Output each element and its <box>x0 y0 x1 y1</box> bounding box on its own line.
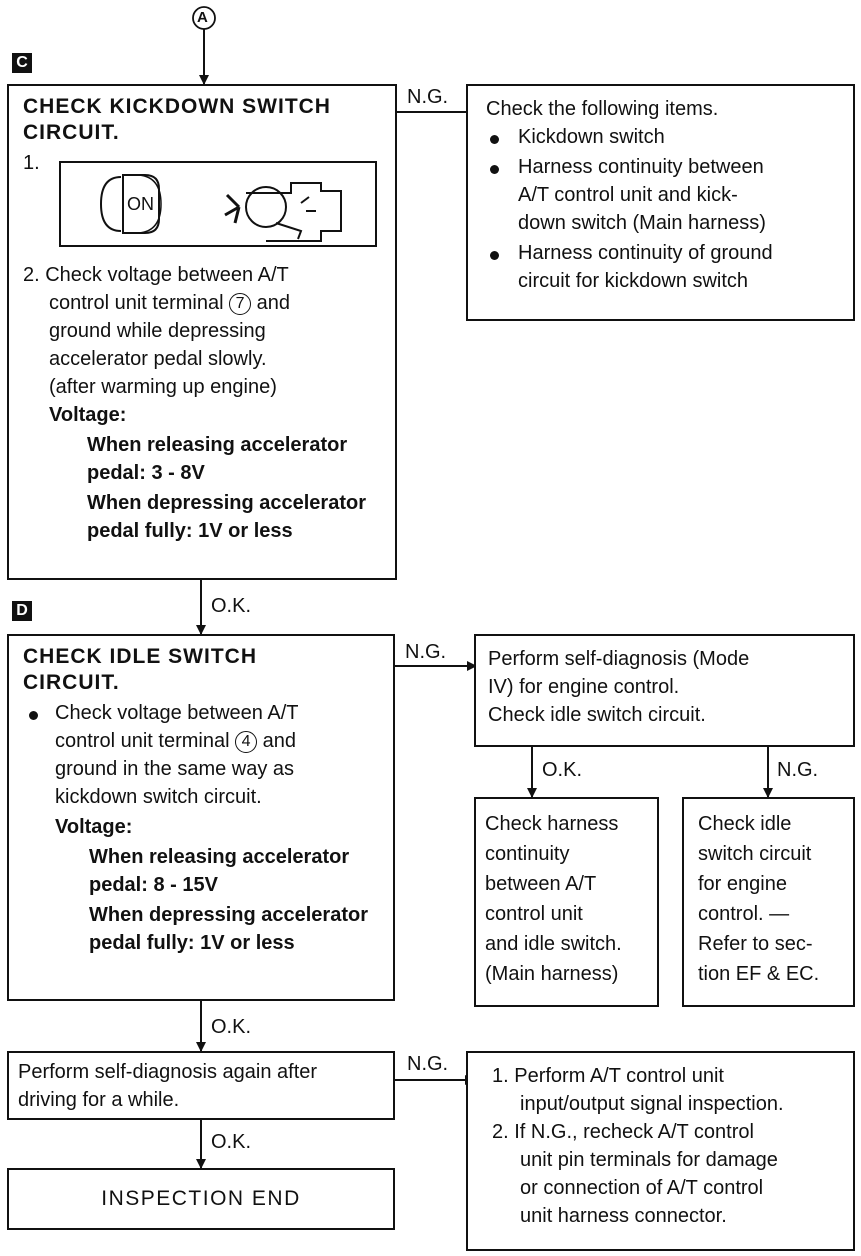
kickdown-ng-item3-line2: circuit for kickdown switch <box>518 270 749 292</box>
terminal-7-badge: 7 <box>229 292 252 315</box>
kickdown-ng-item2-line2: A/T control unit and kick- <box>518 184 738 206</box>
kickdown-step2-line3: ground while depressing <box>49 320 266 342</box>
idle-line3: ground in the same way as <box>55 758 295 780</box>
idle-heading-line1: CHECK IDLE SWITCH <box>23 645 257 668</box>
kickdown-ng-item2-line3: down switch (Main harness) <box>518 212 766 234</box>
idle-check-box: CHECK IDLE SWITCH CIRCUIT. Check voltage… <box>7 634 395 1001</box>
idle-ng-ng-line4: control. — <box>698 903 790 925</box>
connector-letter: A <box>197 9 208 26</box>
label-kickdown-ng: N.G. <box>407 86 449 108</box>
label-selfdiag-ng: N.G. <box>407 1053 449 1075</box>
selfdiag-box: Perform self-diagnosis again after drivi… <box>7 1051 395 1120</box>
idle-ng-ng-line2: switch circuit <box>698 843 812 865</box>
ignition-illustration-frame: ON <box>59 161 377 247</box>
label-idle-ng: N.G. <box>405 641 447 663</box>
idle-line1: Check voltage between A/T <box>55 702 299 724</box>
idle-terminal-text: control unit terminal <box>55 730 230 752</box>
idle-ng-ng-line3: for engine <box>698 873 787 895</box>
selfdiag-ng-line3: 2. If N.G., recheck A/T control <box>492 1121 754 1143</box>
kickdown-step2-line1: 2. Check voltage between A/T <box>23 264 289 286</box>
selfdiag-line1: Perform self-diagnosis again after <box>18 1061 318 1083</box>
idle-spec-line4: pedal fully: 1V or less <box>89 932 295 954</box>
idle-ng-line3: Check idle switch circuit. <box>488 704 706 726</box>
idle-heading-line2: CIRCUIT. <box>23 671 120 694</box>
selfdiag-ng-line4: unit pin terminals for damage <box>520 1149 778 1171</box>
label-idle-ng-ng: N.G. <box>777 759 819 781</box>
bullet-icon <box>490 165 499 174</box>
idle-spec-line3: When depressing accelerator <box>89 904 368 926</box>
kickdown-step2-line5: (after warming up engine) <box>49 376 277 398</box>
label-selfdiag-ok: O.K. <box>211 1131 252 1153</box>
kickdown-step2-line4: accelerator pedal slowly. <box>49 348 267 370</box>
kickdown-step2-text: control unit terminal <box>49 292 224 314</box>
idle-terminal-and: and <box>262 730 297 752</box>
kickdown-ng-item1: Kickdown switch <box>518 126 665 148</box>
label-kickdown-ok: O.K. <box>211 595 252 617</box>
kickdown-step1-number: 1. <box>23 152 40 174</box>
idle-ng-ok-line3: between A/T <box>485 873 597 895</box>
kickdown-spec-line2: pedal: 3 - 8V <box>87 462 205 484</box>
kickdown-check-box: CHECK KICKDOWN SWITCH CIRCUIT. 1. ON 2. … <box>7 84 397 580</box>
idle-ng-ok-line1: Check harness <box>485 813 619 835</box>
kickdown-step2-line2: control unit terminal 7 and <box>49 290 290 316</box>
label-idle-ng-ok: O.K. <box>542 759 583 781</box>
kickdown-ng-item2-line1: Harness continuity between <box>518 156 764 178</box>
kickdown-spec-line1: When releasing accelerator <box>87 434 348 456</box>
kickdown-ng-item3-line1: Harness continuity of ground <box>518 242 773 264</box>
idle-ng-ng-box: Check idle switch circuit for engine con… <box>682 797 855 1007</box>
idle-ng-ok-line2: continuity <box>485 843 570 865</box>
idle-ng-ok-box: Check harness continuity between A/T con… <box>474 797 659 1007</box>
idle-ng-box: Perform self-diagnosis (Mode IV) for eng… <box>474 634 855 747</box>
idle-line2: control unit terminal 4 and <box>55 728 296 754</box>
kickdown-spec-line4: pedal fully: 1V or less <box>87 520 293 542</box>
idle-ng-ng-line6: tion EF & EC. <box>698 963 820 985</box>
selfdiag-ng-line6: unit harness connector. <box>520 1205 727 1227</box>
kickdown-ng-box: Check the following items. Kickdown swit… <box>466 84 855 321</box>
section-marker-d: D <box>12 601 32 621</box>
idle-ng-ok-line4: control unit <box>485 903 583 925</box>
idle-ng-line2: IV) for engine control. <box>488 676 680 698</box>
bullet-icon <box>490 135 499 144</box>
bullet-icon <box>29 711 38 720</box>
idle-ng-ok-line6: (Main harness) <box>485 963 619 985</box>
terminal-4-badge: 4 <box>235 730 258 753</box>
label-idle-ok: O.K. <box>211 1016 252 1038</box>
selfdiag-ng-line1: 1. Perform A/T control unit <box>492 1065 724 1087</box>
inspection-end-box: INSPECTION END <box>7 1168 395 1230</box>
ignition-on-label: ON <box>127 194 154 214</box>
idle-ng-ok-line5: and idle switch. <box>485 933 622 955</box>
idle-ng-ng-line1: Check idle <box>698 813 792 835</box>
selfdiag-ng-line2: input/output signal inspection. <box>520 1093 784 1115</box>
bullet-icon <box>490 251 499 260</box>
kickdown-spec-line3: When depressing accelerator <box>87 492 366 514</box>
idle-ng-line1: Perform self-diagnosis (Mode <box>488 648 750 670</box>
inspection-end-label: INSPECTION END <box>101 1187 301 1210</box>
ignition-on-icon <box>99 174 342 242</box>
kickdown-step2-and: and <box>256 292 291 314</box>
kickdown-ng-intro: Check the following items. <box>486 98 719 120</box>
section-marker-c: C <box>12 53 32 73</box>
selfdiag-ng-line5: or connection of A/T control <box>520 1177 764 1199</box>
idle-spec-line1: When releasing accelerator <box>89 846 350 868</box>
kickdown-heading-line2: CIRCUIT. <box>23 121 120 144</box>
idle-ng-ng-line5: Refer to sec- <box>698 933 813 955</box>
selfdiag-line2: driving for a while. <box>18 1089 180 1111</box>
kickdown-heading-line1: CHECK KICKDOWN SWITCH <box>23 95 331 118</box>
selfdiag-ng-box: 1. Perform A/T control unit input/output… <box>466 1051 855 1251</box>
idle-line4: kickdown switch circuit. <box>55 786 262 808</box>
idle-voltage-label: Voltage: <box>55 816 133 838</box>
idle-spec-line2: pedal: 8 - 15V <box>89 874 218 896</box>
kickdown-voltage-label: Voltage: <box>49 404 127 426</box>
